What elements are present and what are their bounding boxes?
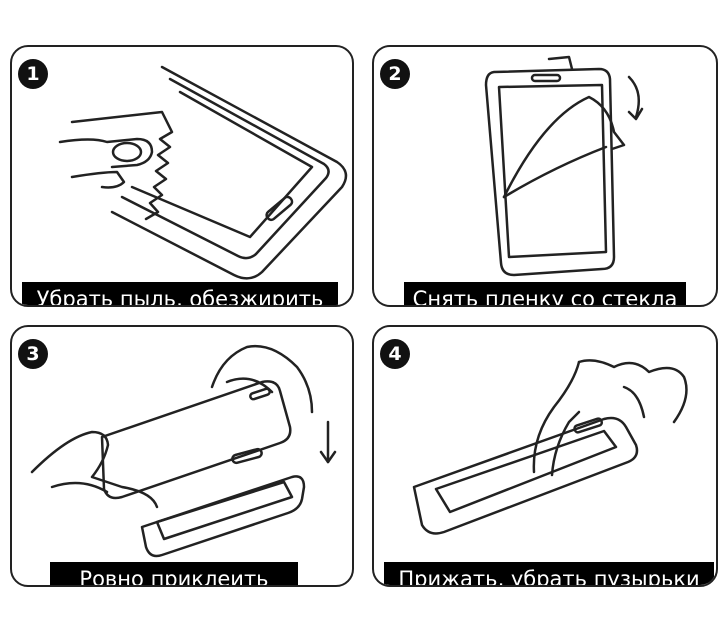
step-2-number-badge: 2 (380, 59, 410, 89)
step-3-number-badge: 3 (18, 339, 48, 369)
step-1-caption: Убрать пыль, обезжирить (22, 282, 338, 305)
step-4-number-badge: 4 (380, 339, 410, 369)
peel-film-icon (484, 55, 644, 277)
step-4-panel: 4 Прижать, убрать пузырьки (372, 325, 718, 587)
step-2-caption: Снять пленку со стекла (404, 282, 686, 305)
apply-glass-icon (30, 344, 337, 558)
step-1-number-badge: 1 (18, 59, 48, 89)
step-1-panel: 1 Убрать пыль, обезжирить (10, 45, 354, 307)
step-4-caption: Прижать, убрать пузырьки (384, 562, 714, 585)
step-3-caption: Ровно приклеить (50, 562, 298, 585)
step-3-panel: 3 Ровно приклеить (10, 325, 354, 587)
step-2-panel: 2 Снять пленку со стекла (372, 45, 718, 307)
press-bubbles-icon (412, 359, 688, 535)
phone-wipe-cloth-icon (58, 65, 348, 280)
